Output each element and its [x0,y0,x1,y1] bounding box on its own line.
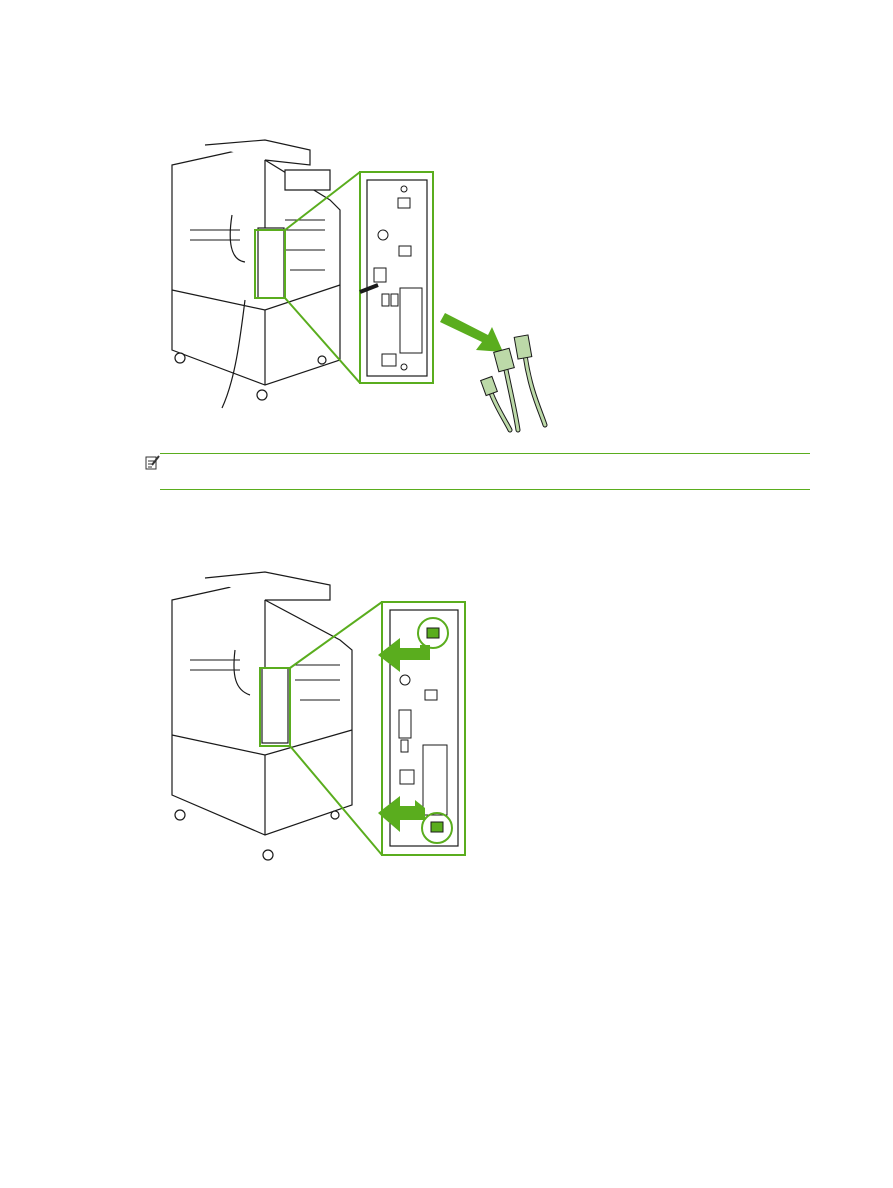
release-tab-bottom [421,812,453,844]
note-box [144,453,810,491]
arrow-icon [440,313,503,352]
figure-release-tabs [171,571,466,861]
figure-disconnect-cables [171,139,548,433]
arrow-icon [378,638,430,672]
note-top-rule [160,453,810,454]
arrow-icon [378,796,425,832]
note-icon [144,454,160,470]
note-bottom-rule [160,489,810,490]
release-tab-top [417,617,449,649]
